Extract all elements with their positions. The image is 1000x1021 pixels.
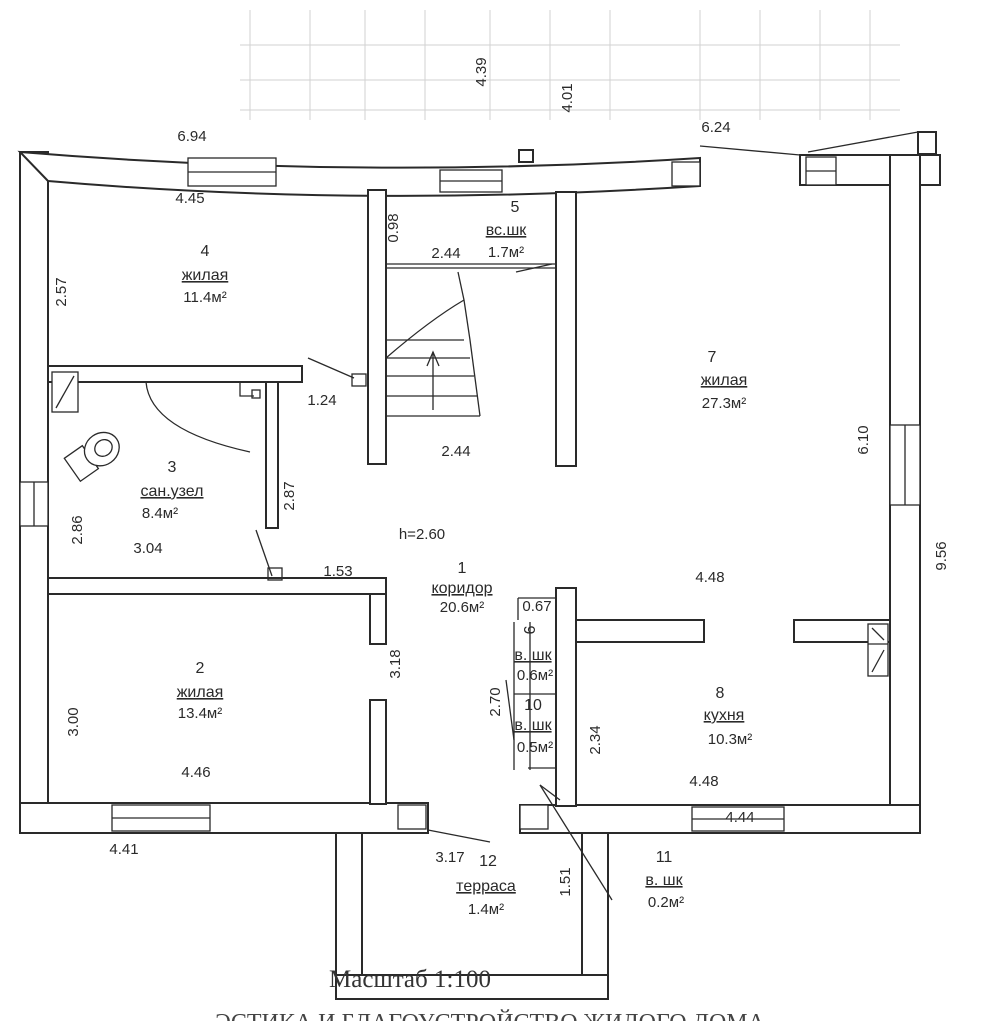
room-area: 13.4м² — [178, 705, 223, 722]
dimension-label: 2.44 — [431, 245, 460, 262]
room-5-label: 5 вс.шк 1.7м² — [486, 199, 528, 261]
background-grid — [240, 10, 900, 120]
room-number: 8 — [716, 685, 725, 702]
room-number: 11 — [656, 849, 673, 866]
drawing-caption: ЭСТИКА И БЛАГОУСТРОЙСТВО ЖИЛОГО ДОМА — [215, 1010, 766, 1021]
room-area: 1.7м² — [488, 244, 524, 261]
closets — [505, 597, 613, 901]
dimension-label: 1.53 — [323, 563, 352, 580]
room-name: вс.шк — [486, 222, 528, 239]
dimension-labels: 6.94 4.45 4.39 4.01 6.24 2.57 0.98 2.44 … — [53, 57, 950, 896]
room-name: терраса — [456, 878, 516, 895]
room-8-label: 8 кухня 10.3м² — [704, 685, 753, 748]
dimension-label: 0.67 — [522, 598, 551, 615]
room-number: 2 — [196, 660, 205, 677]
room-number: 5 — [511, 199, 520, 216]
dimension-label: 3.00 — [65, 707, 82, 736]
room-7-label: 7 жилая 27.3м² — [701, 349, 748, 412]
dimension-label: 9.56 — [933, 541, 950, 570]
room-name: коридор — [431, 580, 492, 597]
doors — [145, 263, 553, 843]
dimension-label: 4.45 — [175, 190, 204, 207]
dimension-label: 3.18 — [387, 649, 404, 678]
room-9-label: 9 в. шк 0.6м² — [514, 626, 553, 684]
dimension-label: 2.70 — [487, 687, 504, 716]
room-name: жилая — [701, 372, 748, 389]
toilet-icon — [63, 431, 120, 483]
room-name: кухня — [704, 707, 745, 724]
room-12-label: 12 терраса 1.4м² — [456, 853, 516, 918]
room-11-label: 11 в. шк 0.2м² — [645, 849, 684, 911]
stairs — [385, 271, 481, 417]
room-number: 9 — [520, 626, 537, 635]
room-area: 8.4м² — [142, 505, 178, 522]
room-area: 27.3м² — [702, 395, 747, 412]
room-area: 0.5м² — [517, 739, 553, 756]
dimension-label: 2.44 — [441, 443, 470, 460]
dimension-label: 4.48 — [695, 569, 724, 586]
room-name: жилая — [182, 267, 229, 284]
room-10-label: 10 в. шк 0.5м² — [514, 697, 553, 756]
room-number: 7 — [708, 349, 717, 366]
room-number: 12 — [479, 853, 497, 870]
dimension-label: 1.24 — [307, 392, 336, 409]
dimension-label: 6.24 — [701, 119, 730, 136]
room-1-label: 1 коридор 20.6м² — [431, 560, 492, 616]
dimension-label: 3.17 — [435, 849, 464, 866]
room-name: жилая — [177, 684, 224, 701]
room-number: 1 — [458, 560, 467, 577]
stove-icon — [867, 623, 889, 677]
room-area: 0.6м² — [517, 667, 553, 684]
room-area: 10.3м² — [708, 731, 753, 748]
dimension-label: 4.44 — [725, 809, 754, 826]
room-number: 10 — [524, 697, 542, 714]
room-2-label: 2 жилая 13.4м² — [177, 660, 224, 722]
interior-walls — [47, 189, 891, 1000]
dimension-label: 4.01 — [559, 83, 576, 112]
dimension-label: 4.48 — [689, 773, 718, 790]
room-number: 4 — [201, 243, 210, 260]
dimension-label: 1.51 — [557, 867, 574, 896]
dimension-label: 2.86 — [69, 515, 86, 544]
dimension-label: 3.04 — [133, 540, 162, 557]
room-name: в. шк — [645, 872, 683, 889]
room-area: 1.4м² — [468, 901, 504, 918]
room-name: сан.узел — [140, 483, 203, 500]
room-4-label: 4 жилая 11.4м² — [182, 243, 229, 306]
dimension-label: 4.46 — [181, 764, 210, 781]
room-name: в. шк — [514, 717, 552, 734]
room-number: 3 — [168, 459, 177, 476]
dimension-label: 4.41 — [109, 841, 138, 858]
room-name: в. шк — [514, 647, 552, 664]
room-area: 20.6м² — [440, 599, 485, 616]
dimension-label: 6.94 — [177, 128, 206, 145]
fixtures — [51, 371, 889, 677]
room-3-label: 3 сан.узел 8.4м² — [140, 459, 203, 522]
dimension-label: 2.34 — [587, 725, 604, 754]
room-area: 0.2м² — [648, 894, 684, 911]
dimension-label: 4.39 — [473, 57, 490, 86]
dimension-label: 6.10 — [855, 425, 872, 454]
dimension-label: 2.87 — [281, 481, 298, 510]
room-labels: 1 коридор 20.6м² 2 жилая 13.4м² 3 сан.уз… — [140, 199, 752, 918]
dimension-label: 0.98 — [385, 213, 402, 242]
ceiling-height-label: h=2.60 — [399, 526, 445, 543]
dimension-label: 2.57 — [53, 277, 70, 306]
scale-label: Масштаб 1:100 — [329, 966, 491, 993]
room-area: 11.4м² — [183, 289, 226, 306]
windows — [19, 156, 921, 832]
